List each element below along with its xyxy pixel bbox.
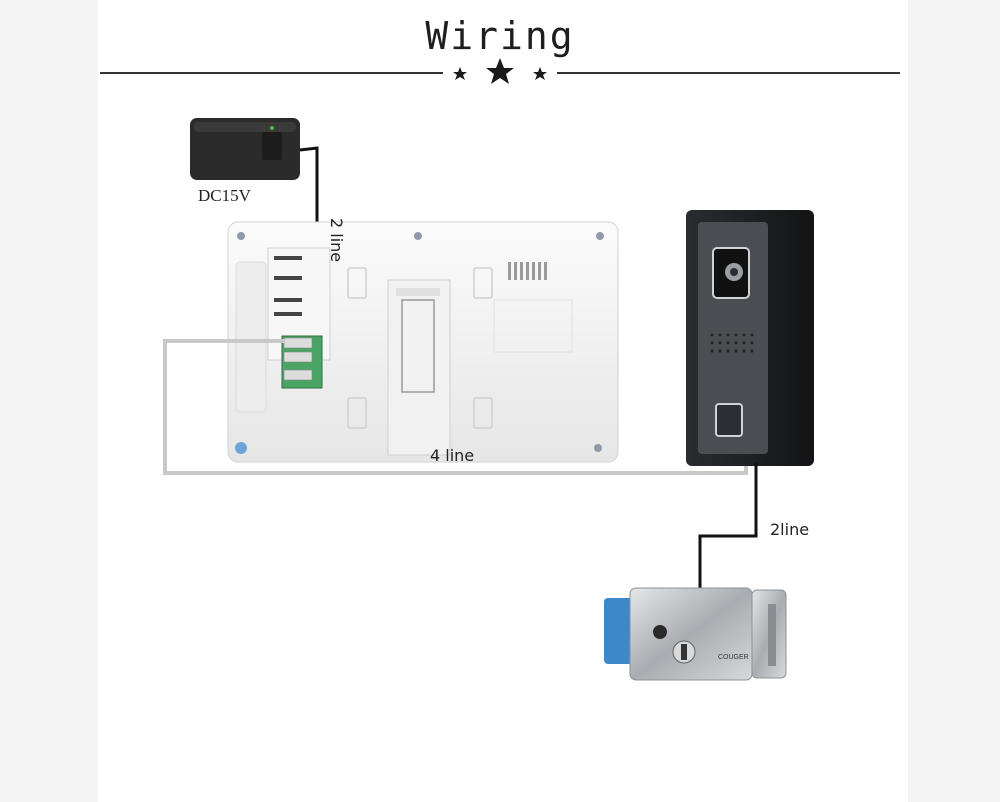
monitor-cable-label: 4 line	[430, 446, 475, 465]
door-camera	[686, 210, 814, 466]
power-adapter	[190, 118, 300, 180]
monitor-unit	[227, 221, 619, 463]
star-icon	[453, 58, 547, 84]
lock-cable-label: 2line	[770, 520, 810, 539]
power-cable-label: 2 line	[327, 218, 346, 263]
diagram-title: Wiring	[425, 14, 575, 58]
lock-brand-label: COUGER	[718, 654, 749, 661]
power-label: DC15V	[198, 186, 251, 205]
camera-to-lock-cable	[698, 462, 758, 598]
electric-lock	[604, 587, 787, 681]
monitor-to-camera-cable	[163, 339, 748, 475]
